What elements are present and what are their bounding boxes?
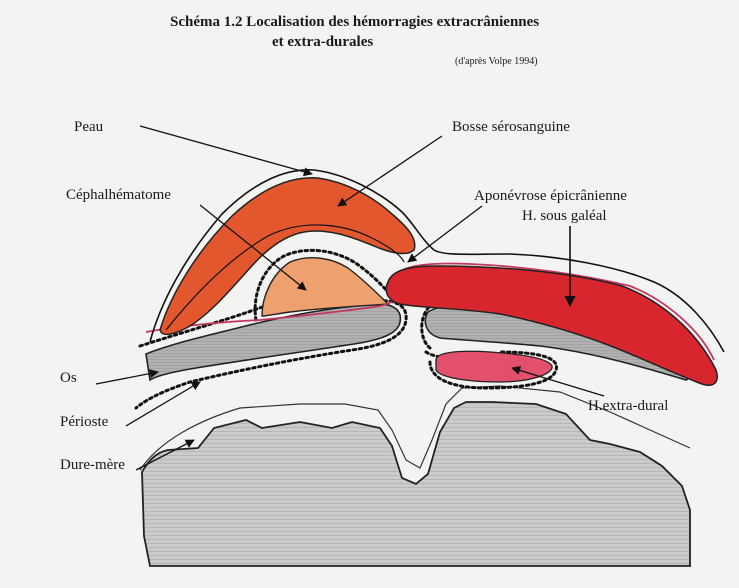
arrow-extra-dural	[511, 366, 605, 397]
diagram-source: (d'après Volpe 1994)	[455, 56, 538, 67]
arrow-cephal	[199, 204, 307, 291]
label-aponevrose: Aponévrose épicrânienne	[474, 188, 627, 204]
label-peau: Peau	[74, 119, 104, 135]
brain-shape	[141, 401, 691, 567]
arrow-dure-mere	[135, 439, 195, 471]
skin-line	[149, 169, 725, 353]
galea-line	[165, 224, 405, 331]
perioste-line-cephal	[253, 248, 400, 322]
arrow-perioste	[125, 381, 201, 427]
diagram-title-line1: Schéma 1.2 Localisation des hémorragies …	[170, 14, 539, 30]
label-cephalhematome: Céphalhématome	[66, 187, 171, 203]
arrow-aponevrose	[407, 205, 483, 263]
cephalhematome-region	[261, 257, 390, 317]
label-perioste: Périoste	[60, 414, 109, 430]
extra-dural-region	[435, 350, 553, 383]
diagram-title-line2: et extra-durales	[272, 34, 373, 50]
label-os: Os	[60, 370, 77, 386]
arrow-peau	[139, 125, 313, 177]
label-extra-dural: H.extra-dural	[588, 398, 668, 414]
sous-galeal-region	[385, 265, 718, 386]
bosse-serosanguine-region	[159, 177, 416, 336]
arrow-bosse	[337, 135, 443, 207]
label-sous-galeal: H. sous galéal	[522, 208, 607, 224]
bone-left	[145, 303, 402, 382]
label-bosse-serosanguine: Bosse sérosanguine	[452, 119, 570, 135]
label-dure-mere: Dure-mère	[60, 457, 125, 473]
arrow-os	[95, 369, 159, 385]
